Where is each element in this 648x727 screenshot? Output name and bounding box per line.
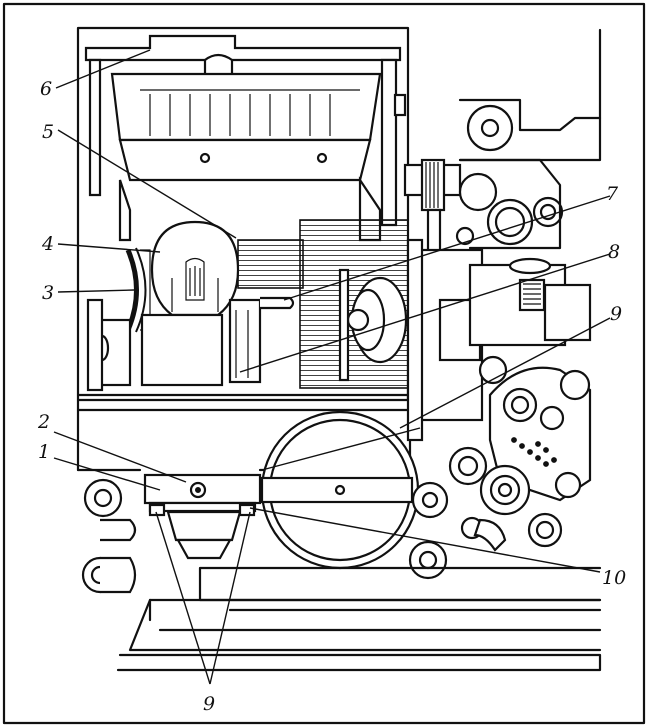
label-8: 8 xyxy=(608,241,620,263)
label-10: 10 xyxy=(602,567,626,589)
side-wall xyxy=(338,268,350,382)
leader-lines xyxy=(53,49,611,685)
label-6: 6 xyxy=(40,78,52,100)
sprocket-cluster xyxy=(448,366,592,552)
flywheel xyxy=(260,410,420,570)
label-7: 7 xyxy=(606,183,619,205)
label-9-lower: 9 xyxy=(203,693,215,715)
projection-lamp xyxy=(150,220,240,317)
base-plates xyxy=(116,566,602,672)
film-gate-right xyxy=(455,28,602,385)
lens-mount xyxy=(143,473,262,560)
lamp-base-hatch xyxy=(237,239,304,289)
label-9-upper: 9 xyxy=(610,303,622,325)
lamp-house-cover xyxy=(84,34,407,242)
reflector xyxy=(86,247,151,392)
lamp-socket xyxy=(140,296,295,387)
label-4: 4 xyxy=(41,233,54,255)
label-1: 1 xyxy=(38,441,50,463)
label-5: 5 xyxy=(42,121,54,143)
lower-left-rollers xyxy=(81,478,449,594)
condenser-lens xyxy=(346,276,408,364)
callout-labels: 6 5 4 3 7 8 9 2 1 10 9 xyxy=(37,78,626,715)
label-3: 3 xyxy=(42,282,54,304)
label-2: 2 xyxy=(37,411,50,433)
